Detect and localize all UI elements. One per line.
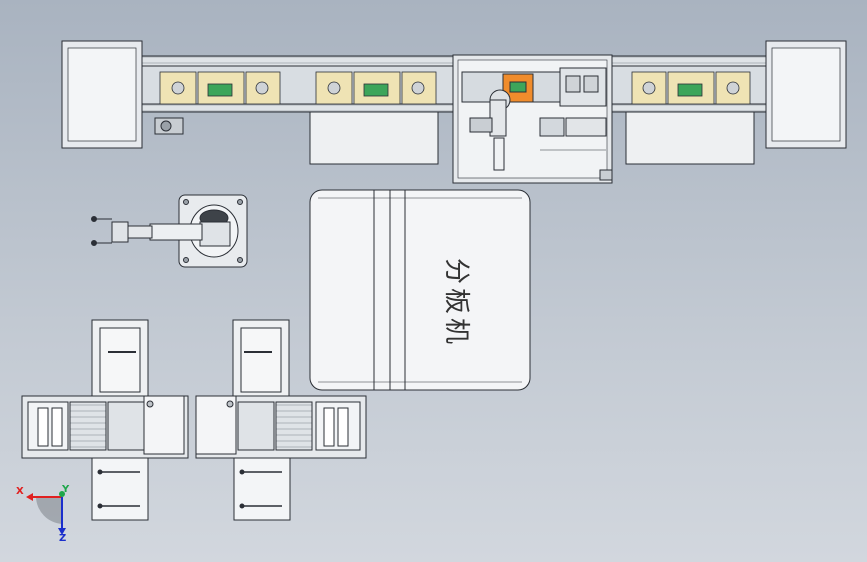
axis-z-label: Z (59, 533, 67, 544)
machine-label: 分板机 (441, 258, 471, 349)
stacker-unit-left (21, 319, 189, 521)
center-robot-station (452, 54, 613, 184)
left-under-box (309, 111, 439, 165)
axis-triad (26, 491, 66, 535)
depaneling-machine (309, 189, 531, 391)
stacker-unit-right (195, 319, 367, 521)
axis-y-label: Y (62, 484, 70, 495)
fixture-group-right (631, 71, 751, 105)
right-under-box (625, 111, 755, 165)
robot-arm-top-view (91, 194, 248, 268)
axis-x-label: X (16, 486, 24, 497)
conveyor-rail-bottom (141, 103, 458, 113)
fixture-group-left (159, 71, 437, 105)
